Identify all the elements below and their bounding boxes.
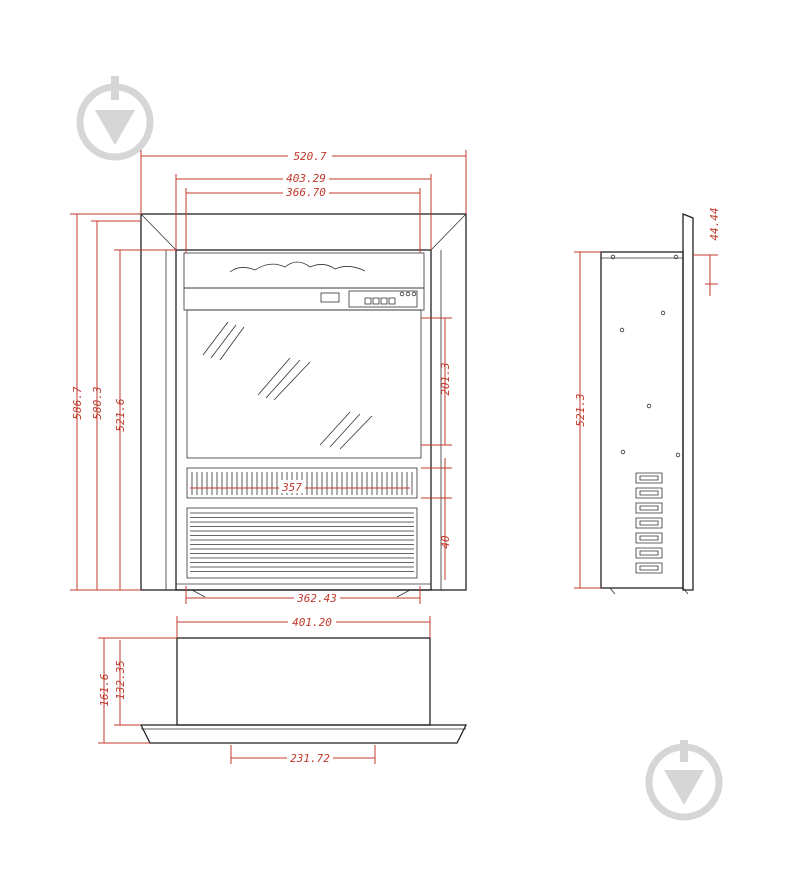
side-vent — [635, 502, 663, 514]
top-dimensions: 401.20 161.6 132.35 231.72 — [98, 615, 431, 765]
dim-grille-width: 357 — [281, 481, 302, 494]
front-dimensions: 520.7 403.29 366.70 586.7 580.3 — [70, 148, 467, 605]
watermark-logo-bottom — [645, 740, 723, 821]
front-view: 520.7 403.29 366.70 586.7 580.3 — [70, 148, 467, 605]
side-vent — [635, 517, 663, 529]
dim-overall-height: 586.7 — [71, 386, 84, 419]
glass-panel — [186, 309, 422, 459]
side-view: 44.44 521.3 — [574, 207, 721, 595]
ornament — [229, 261, 366, 273]
lower-slats — [190, 512, 414, 572]
side-vent — [635, 547, 663, 559]
top-frame — [139, 724, 468, 744]
dim-side-depth-top: 44.44 — [708, 207, 721, 240]
dim-base-height: 40 — [439, 535, 452, 549]
glass-reflection-lines — [202, 321, 373, 450]
dim-side-height: 521.3 — [574, 393, 587, 426]
top-body — [176, 637, 431, 726]
side-vent — [635, 562, 663, 574]
side-vents — [635, 472, 663, 574]
control-panel — [348, 290, 418, 308]
dim-inner-height: 521.6 — [114, 398, 127, 431]
dim-inner-width: 366.70 — [285, 186, 326, 199]
louver-grille — [186, 467, 418, 499]
dim-glass-height: 201.3 — [439, 362, 452, 395]
dim-opening-height: 580.3 — [91, 386, 104, 419]
control-buttons — [364, 291, 417, 305]
dim-top-body-width: 401.20 — [292, 616, 332, 629]
grille-slats — [191, 472, 413, 495]
power-switch — [320, 292, 340, 303]
side-vent — [635, 487, 663, 499]
dim-top-body-depth: 132.35 — [114, 660, 127, 700]
dim-overall-width: 520.7 — [293, 150, 326, 163]
dim-top-base-width: 231.72 — [290, 752, 330, 765]
dim-top-total-depth: 161.6 — [98, 673, 111, 706]
top-view: 401.20 161.6 132.35 231.72 — [98, 615, 468, 765]
lower-louvers — [186, 507, 418, 579]
side-body — [600, 251, 684, 589]
side-vent — [635, 472, 663, 484]
top-panel — [183, 252, 425, 289]
dim-bottom-width: 362.43 — [296, 592, 337, 605]
watermark-logo-top — [76, 76, 154, 161]
side-front-frame — [682, 213, 694, 591]
dim-opening-width: 403.29 — [286, 172, 326, 185]
side-vent — [635, 532, 663, 544]
side-dimensions: 44.44 521.3 — [574, 207, 721, 589]
inner-opening — [175, 249, 432, 591]
